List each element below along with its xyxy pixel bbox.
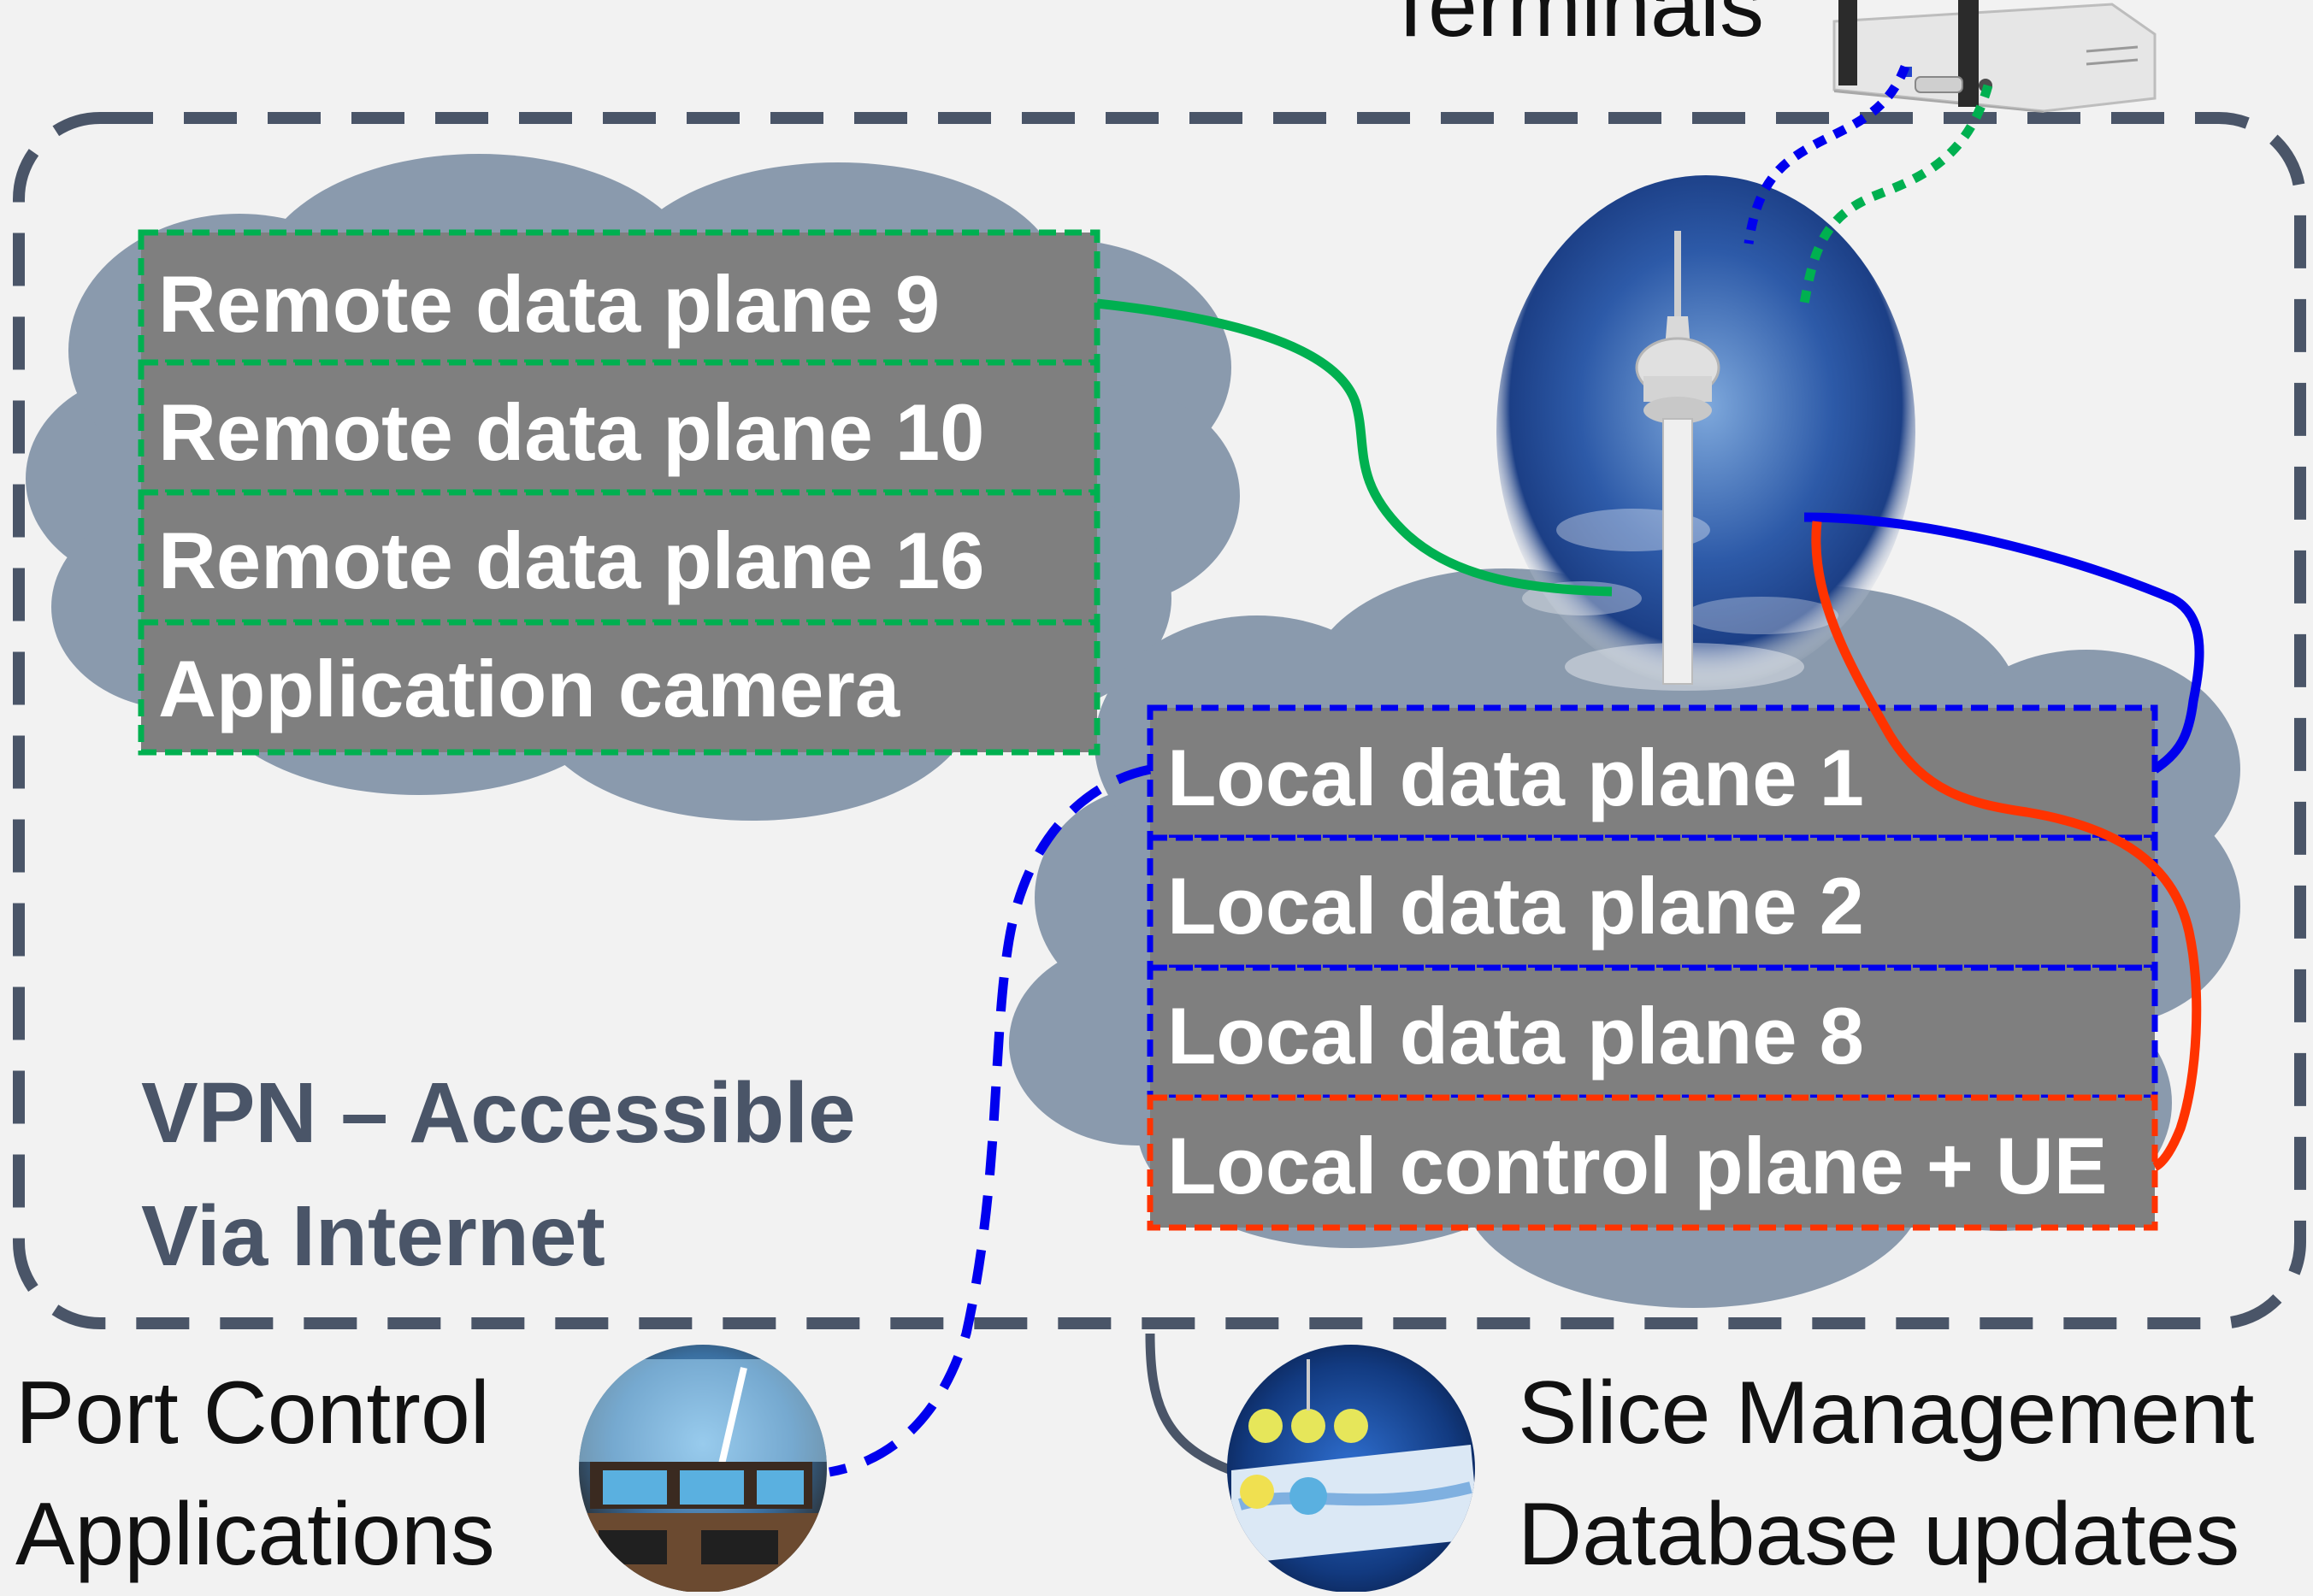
local-control-plane-box: Local control plane + UE [1147,1094,2158,1231]
local-boxes: Local data plane 1 Local data plane 2 Lo… [1147,704,2158,1231]
tv-tower-image [1496,175,1915,691]
slice-management-label-line1: Slice Management [1518,1363,2254,1463]
slice-management-link [1145,1333,1233,1475]
green-remote-link [1096,298,1613,597]
local-box-label: Local data plane 8 [1167,991,1864,1081]
local-box-8: Local data plane 8 [1147,964,2158,1101]
vpn-label-line2: Via Internet [141,1188,605,1284]
blue-dotted-link [1744,64,1910,244]
vpn-label-line1: VPN – Accessible [141,1065,856,1161]
red-control-link [1811,521,2202,1171]
port-control-label-line2: Applications [15,1485,495,1584]
remote-box-16: Remote data plane 16 [138,489,1100,626]
remote-box-label: Remote data plane 10 [158,387,984,477]
remote-box-camera: Application camera [138,619,1100,756]
vpn-boundary [13,112,2306,1329]
port-control-link [829,764,1152,1477]
remote-box-10: Remote data plane 10 [138,359,1100,496]
terminals-label: Terminals [1384,0,1764,56]
slice-management-label-line2: Database updates [1518,1485,2239,1584]
local-box-label: Local data plane 2 [1167,861,1864,951]
local-box-1: Local data plane 1 [1147,704,2158,841]
port-control-label-line1: Port Control [15,1363,490,1463]
remote-box-9: Remote data plane 9 [138,229,1100,366]
terminal-router-icon [1832,0,2157,113]
remote-boxes: Remote data plane 9 Remote data plane 10… [138,229,1100,756]
local-box-2: Local data plane 2 [1147,834,2158,971]
remote-box-label: Application camera [158,644,900,733]
blue-local-link [1803,512,2204,774]
local-box-label: Local data plane 1 [1167,733,1864,822]
remote-box-label: Remote data plane 9 [158,259,940,349]
local-box-label: Local control plane + UE [1167,1121,2108,1210]
slice-management-image [1227,1345,1475,1593]
port-control-image [579,1345,827,1593]
remote-box-label: Remote data plane 16 [158,515,984,605]
